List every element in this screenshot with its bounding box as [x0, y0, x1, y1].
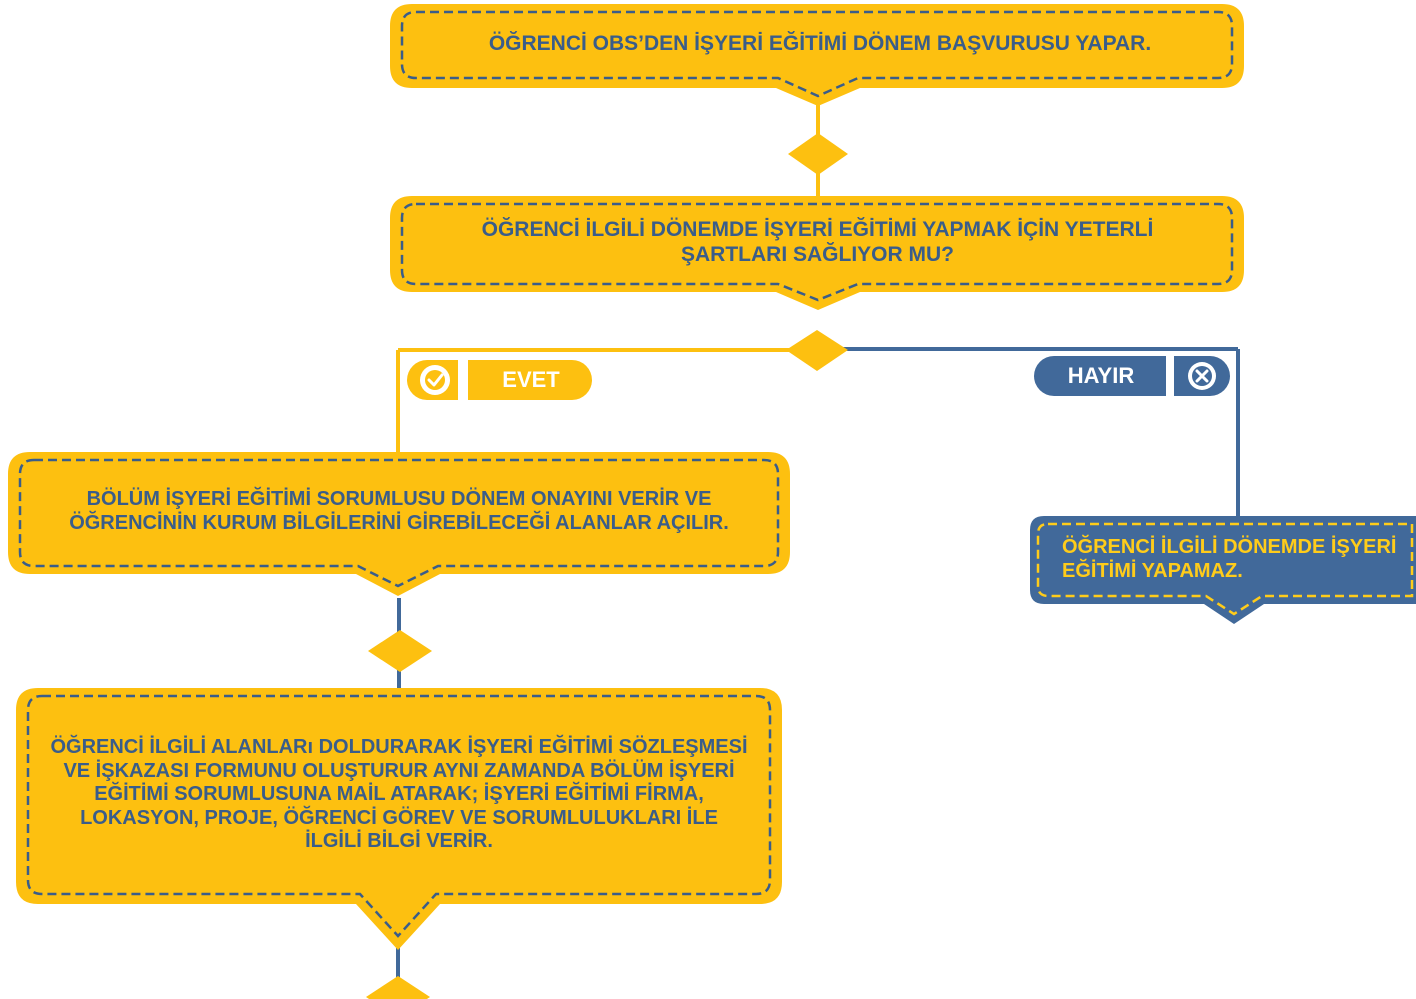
no-pill	[1034, 356, 1230, 396]
diamond-2	[786, 330, 848, 371]
diamond-4	[366, 976, 430, 999]
yes-step-text: BÖLÜM İŞYERİ EĞİTİMİ SORUMLUSU DÖNEM ONA…	[69, 488, 729, 534]
yes-step-box	[8, 452, 790, 596]
final-step-text: ÖĞRENCİ İLGİLİ ALANLARı DOLDURARAK İŞYER…	[50, 736, 748, 853]
step1-text: ÖĞRENCİ OBS’DEN İŞYERİ EĞİTİMİ DÖNEM BAŞ…	[488, 31, 1152, 55]
decision-box	[390, 196, 1244, 310]
no-label: HAYIR	[1067, 363, 1135, 388]
yes-pill	[407, 360, 592, 400]
no-step-text: ÖĞRENCİ İLGİLİ DÖNEMDE İŞYERİ EĞİTİMİ YA…	[1062, 536, 1397, 582]
diamond-3	[368, 630, 432, 672]
no-step-box	[1030, 516, 1416, 624]
yes-label: EVET	[502, 367, 560, 392]
step1-box	[390, 4, 1244, 106]
final-step-box	[16, 688, 782, 950]
decision-text: ÖĞRENCİ İLGİLİ DÖNEMDE İŞYERİ EĞİTİMİ YA…	[481, 218, 1154, 266]
diamond-1	[788, 133, 848, 175]
